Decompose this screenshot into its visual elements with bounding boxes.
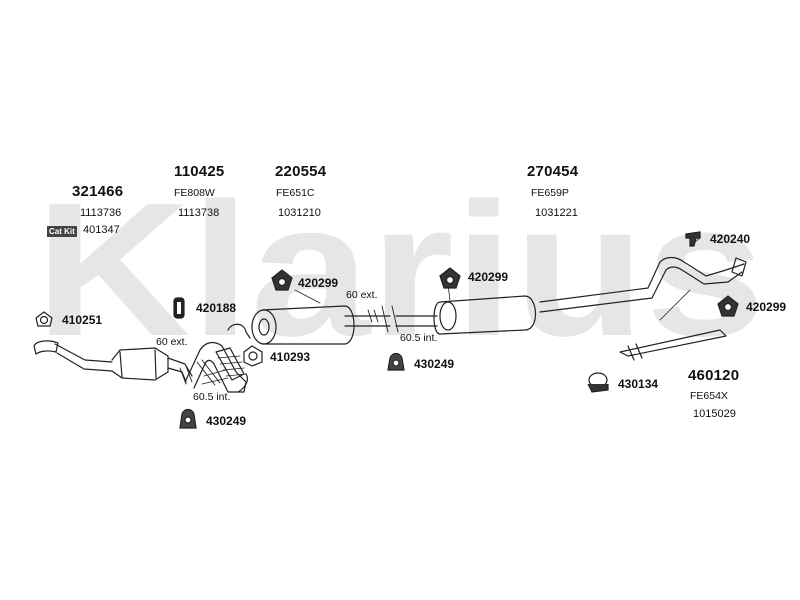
middle-silencer[interactable] — [227, 305, 391, 345]
hanger-420188-icon[interactable] — [173, 297, 185, 319]
watermark-text: Klarius — [35, 195, 765, 355]
dimension-60-ext-front: 60 ext. — [156, 336, 188, 348]
clamp-430134-icon[interactable] — [587, 372, 609, 393]
cat-kit-number: 401347 — [83, 224, 120, 236]
part-410251-label: 410251 — [62, 313, 103, 327]
gasket-410293-icon[interactable] — [243, 345, 263, 367]
group-460120-ref: 1015029 — [693, 408, 736, 420]
dimension-60-5-int-front: 60.5 int. — [193, 391, 231, 403]
klarius-watermark: Klarius — [35, 195, 765, 355]
group-321466-part-number: 321466 — [72, 183, 124, 200]
clamp-430249-b-icon[interactable] — [387, 352, 405, 371]
mount-420299-icon[interactable] — [271, 269, 293, 291]
group-270454-part-number: 270454 — [527, 163, 579, 180]
part-430249-label: 430249 — [206, 414, 247, 428]
part-420240-label: 420240 — [710, 232, 751, 246]
part-430134-label: 430134 — [618, 377, 659, 391]
group-460120-part-number: 460120 — [688, 367, 740, 384]
group-110425-part-number: 110425 — [174, 163, 225, 180]
dimension-60-5-int-rear: 60.5 int. — [400, 332, 438, 344]
part-420299-b-label: 420299 — [468, 270, 509, 284]
leader-lines — [294, 237, 736, 321]
part-410293-label: 410293 — [270, 350, 311, 364]
clamp-430249-icon[interactable] — [179, 408, 197, 429]
group-460120-code: FE654X — [690, 390, 728, 402]
part-430249-b-label: 430249 — [414, 357, 455, 371]
part-420188-label: 420188 — [196, 301, 237, 315]
dimension-markers — [179, 305, 399, 386]
group-220554-part-number: 220554 — [275, 163, 327, 180]
bracket-420240-icon[interactable] — [685, 231, 701, 247]
group-220554-ref: 1031210 — [278, 207, 321, 219]
mount-420299-c-icon[interactable] — [717, 295, 739, 317]
mount-420299-b-icon[interactable] — [439, 267, 461, 289]
gasket-410251-icon[interactable] — [35, 311, 53, 327]
intermediate-flex-pipe[interactable] — [185, 341, 249, 393]
group-270454-ref: 1031221 — [535, 207, 578, 219]
group-110425-ref: 1113738 — [178, 207, 220, 219]
rear-silencer[interactable] — [395, 256, 747, 335]
group-110425-code: FE808W — [174, 187, 215, 199]
tail-pipe[interactable] — [619, 329, 727, 361]
part-420299-label: 420299 — [298, 276, 339, 290]
cat-kit-badge: Cat Kit — [47, 226, 77, 237]
group-220554-code: FE651C — [276, 187, 315, 199]
part-420299-c-label: 420299 — [746, 300, 787, 314]
group-270454-code: FE659P — [531, 187, 569, 199]
dimension-60-ext-rear: 60 ext. — [346, 289, 378, 301]
group-321466-ref: 1113736 — [80, 207, 122, 219]
